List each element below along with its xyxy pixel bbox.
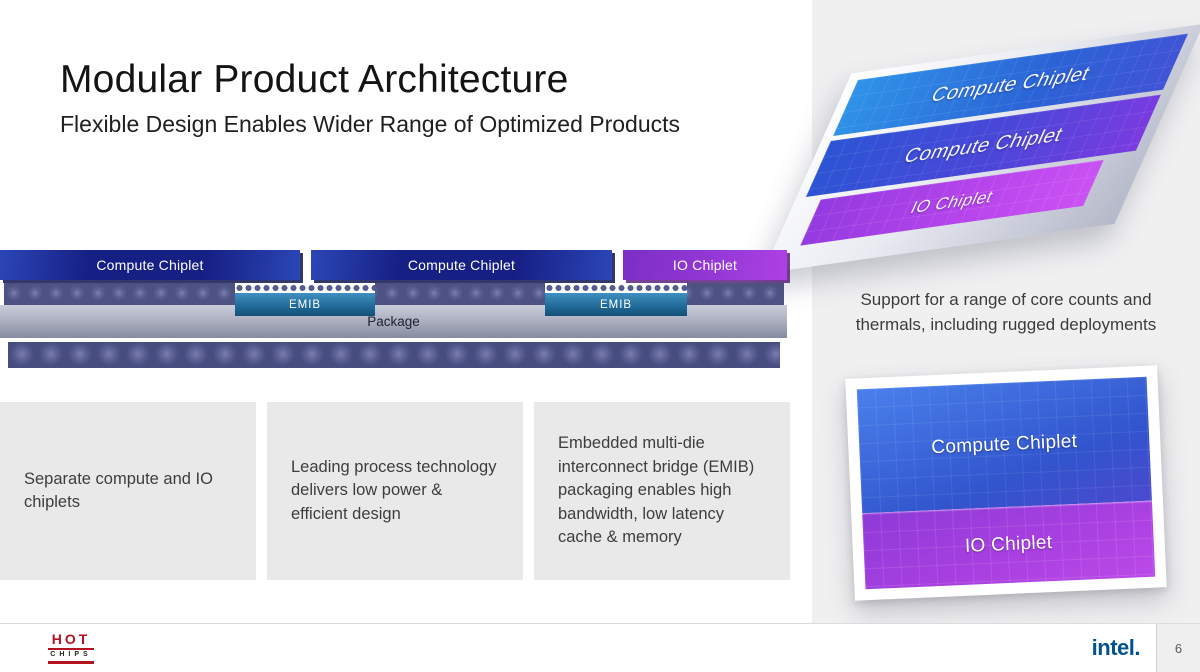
headings: Modular Product Architecture Flexible De… [60, 58, 780, 138]
stack-label: IO Chiplet [907, 187, 997, 218]
microbump-strip [235, 283, 375, 293]
chip-label: Compute Chiplet [407, 257, 516, 273]
page-subtitle: Flexible Design Enables Wider Range of O… [60, 111, 681, 137]
compute-chiplet-2: Compute Chiplet [311, 250, 612, 280]
card-io-zone: IO Chiplet [862, 500, 1156, 590]
support-text: Support for a range of core counts and t… [855, 290, 1157, 334]
emib-bar: EMIB [545, 293, 687, 316]
callout-text: Separate compute and IO chiplets [24, 469, 213, 511]
chiplet-stack-3d: Compute Chiplet Compute Chiplet IO Chipl… [762, 23, 1200, 274]
callout-boxes: Separate compute and IO chiplets Leading… [0, 402, 790, 580]
compute-chiplet-1: Compute Chiplet [0, 250, 300, 280]
hotchips-logo-bottom: CHIPS [50, 651, 92, 659]
emib-block-2: EMIB [545, 283, 687, 316]
hotchips-logo-top: HOT [51, 631, 91, 648]
page-title: Modular Product Architecture [60, 58, 569, 101]
page-number: 6 [1156, 624, 1200, 672]
emib-label: EMIB [599, 298, 633, 311]
callout-text: Embedded multi-die interconnect bridge (… [558, 434, 755, 547]
stack-label: Compute Chiplet [900, 123, 1067, 168]
chip-card-inner: Compute Chiplet IO Chiplet [856, 376, 1156, 590]
chip-label: IO Chiplet [672, 257, 738, 273]
callout-process-technology: Leading process technology delivers low … [267, 402, 523, 580]
callout-text: Leading process technology delivers low … [291, 457, 497, 523]
card-io-label: IO Chiplet [964, 532, 1053, 558]
hotchips-logo: HOT CHIPS [48, 631, 94, 664]
card-compute-zone: Compute Chiplet [856, 376, 1152, 514]
emib-label: EMIB [288, 298, 322, 311]
footer: HOT CHIPS intel. 6 [0, 623, 1200, 672]
microbump-strip [545, 283, 687, 293]
emib-block-1: EMIB [235, 283, 375, 316]
hotchips-rule [48, 648, 94, 651]
chip-label: Compute Chiplet [96, 257, 204, 273]
hotchips-rule [48, 660, 94, 664]
package-diagram: Compute Chiplet Compute Chiplet IO Chipl… [0, 250, 790, 372]
card-compute-label: Compute Chiplet [930, 430, 1078, 459]
callout-emib-packaging: Embedded multi-die interconnect bridge (… [534, 402, 790, 580]
emib-bar: EMIB [235, 293, 375, 316]
callout-separate-chiplets: Separate compute and IO chiplets [0, 402, 256, 580]
solder-ball-row [8, 342, 780, 368]
package-label: Package [367, 314, 420, 329]
right-panel: Compute Chiplet Compute Chiplet IO Chipl… [762, 0, 1200, 623]
intel-logo: intel. [1091, 635, 1141, 660]
chip-card: Compute Chiplet IO Chiplet [845, 365, 1167, 601]
stack-label: Compute Chiplet [927, 62, 1094, 107]
io-chiplet: IO Chiplet [623, 250, 787, 280]
